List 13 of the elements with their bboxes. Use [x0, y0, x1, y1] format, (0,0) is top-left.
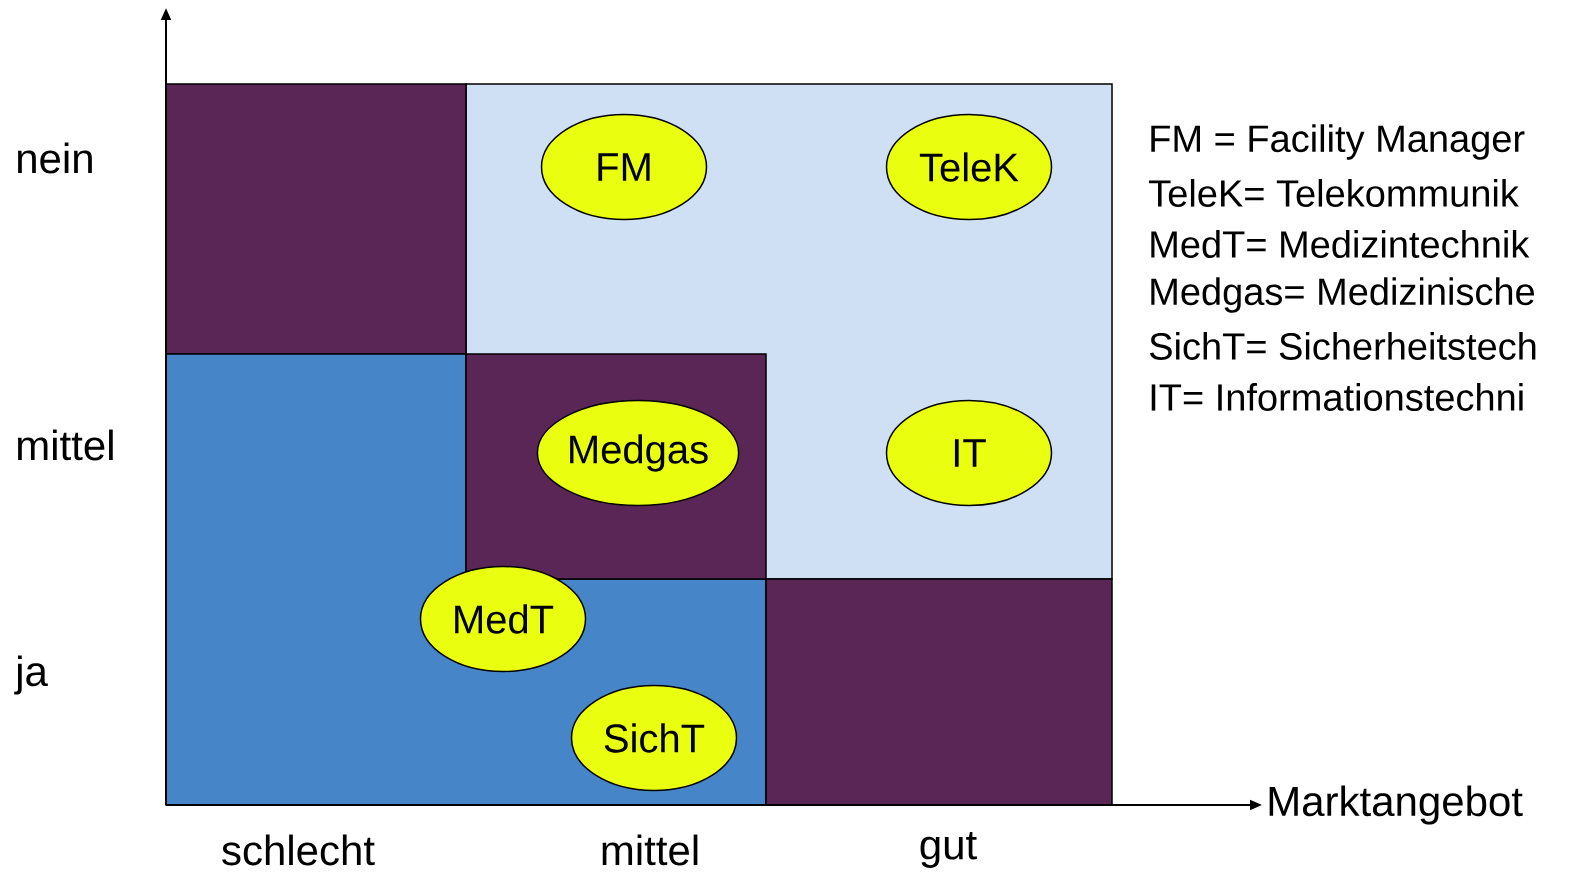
legend-text: TeleK= Telekommunik: [1149, 179, 1519, 207]
axis-label: mittel: [18, 429, 113, 461]
axis-label: gut: [920, 832, 977, 868]
axis-label: nein: [18, 142, 92, 174]
axis-label: mittel: [602, 834, 698, 866]
axis-label: Marktangebot: [1269, 785, 1523, 825]
legend-text: MedT= Medizintechnik: [1151, 230, 1530, 258]
axis-label: ja: [14, 655, 48, 695]
axis-label: schlecht: [222, 834, 375, 866]
legend-text: IT= Informationstechni: [1151, 383, 1523, 411]
legend-text: Medgas= Medizinische: [1151, 277, 1534, 313]
legend-text: SichT= Sicherheitstech: [1149, 332, 1536, 360]
legend-text: FM = Facility Manager: [1151, 124, 1525, 160]
